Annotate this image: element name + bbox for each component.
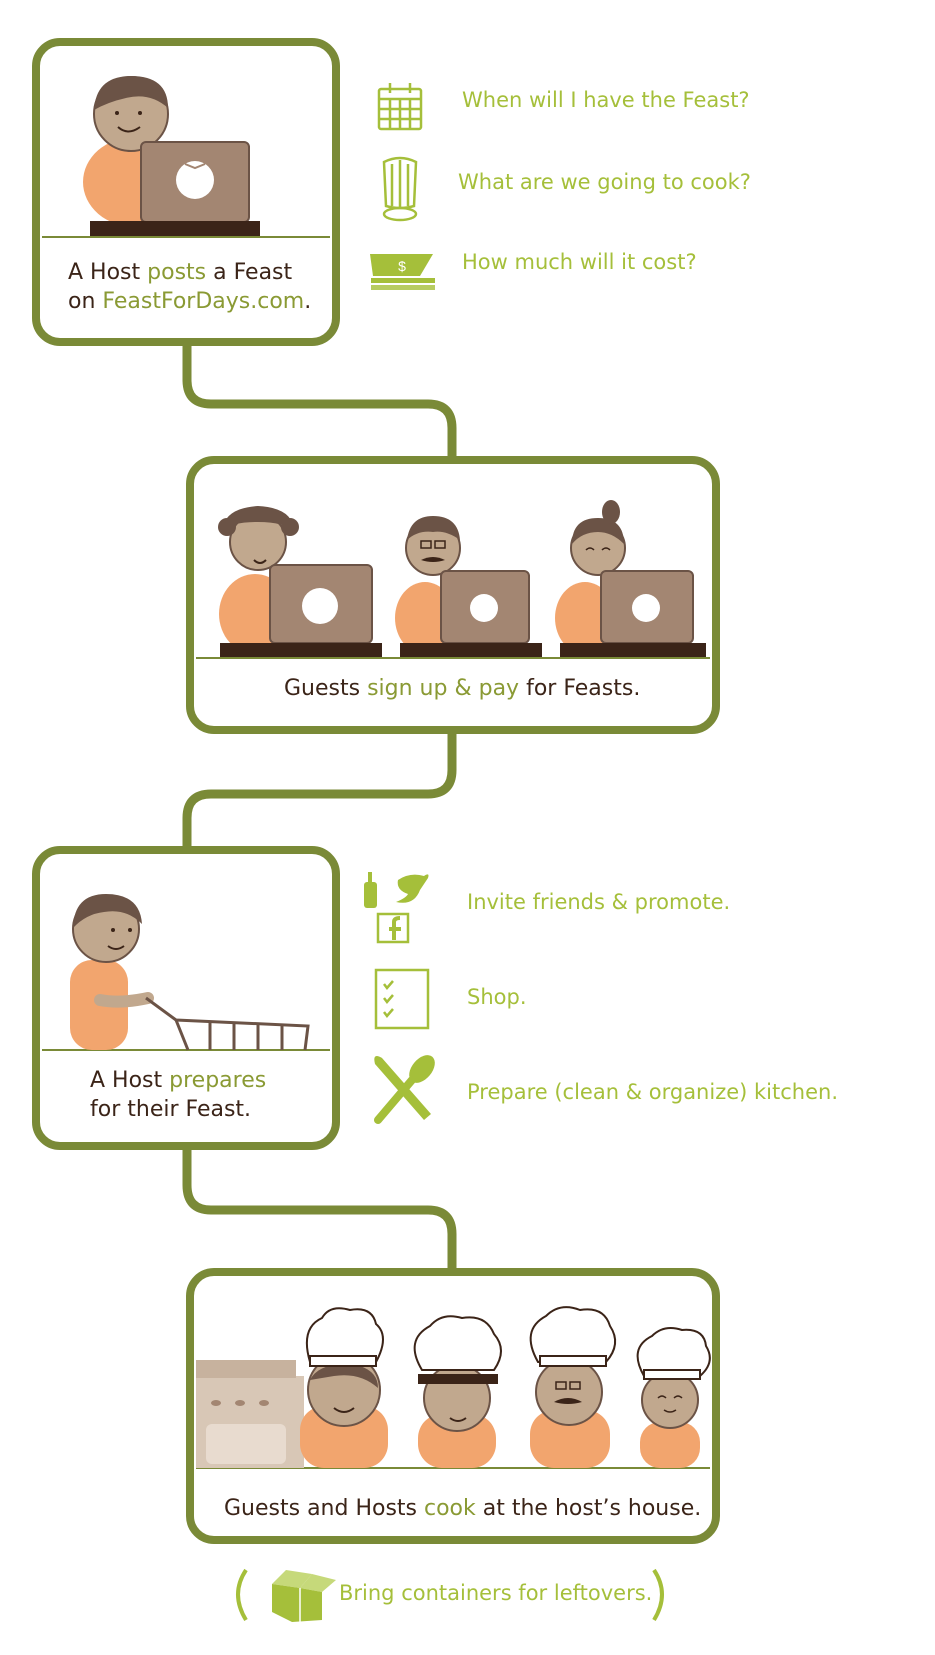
caption-text: Guests and Hosts	[224, 1496, 424, 1521]
connector-2	[182, 732, 457, 850]
step-prepare-caption: A Host prepares for their Feast.	[90, 1066, 266, 1124]
caption-text: A Host	[68, 260, 148, 285]
guest-three-illustration	[555, 500, 706, 657]
step-prepare-bullet-icons	[364, 872, 435, 1124]
caption-text: .	[304, 289, 312, 314]
cook-one-illustration	[300, 1307, 388, 1468]
step-cook-caption: Guests and Hosts cook at the host’s hous…	[224, 1494, 701, 1523]
checklist-icon	[374, 968, 430, 1030]
cook-two-illustration	[413, 1315, 502, 1468]
cook-four-illustration	[636, 1327, 711, 1468]
footer-text: Bring containers for leftovers.	[339, 1581, 653, 1605]
caption-accent: sign up & pay	[367, 676, 520, 701]
knife-spoon-icon	[374, 1055, 435, 1124]
step-post-bullet-icons: $	[370, 83, 435, 290]
footer-decor	[236, 1568, 664, 1622]
step-prepare-panel	[32, 846, 340, 1150]
calendar-icon	[377, 83, 423, 131]
guest-one-illustration	[218, 506, 382, 657]
connector-1	[182, 345, 457, 460]
caption-text: for Feasts.	[519, 676, 641, 701]
host-with-shopping-cart-illustration	[70, 894, 310, 1051]
guest-two-illustration	[395, 516, 542, 657]
post-bullet-when: When will I have the Feast?	[462, 88, 750, 112]
website-link[interactable]: FeastForDays.com	[102, 289, 305, 314]
step-signup-panel	[186, 456, 720, 734]
box-icon	[272, 1570, 336, 1622]
phone-twitter-facebook-icon	[364, 872, 429, 944]
caption-accent: cook	[424, 1496, 476, 1521]
caption-text: a Feast	[206, 260, 293, 285]
connector-3	[182, 1148, 457, 1270]
caption-text: on	[68, 289, 103, 314]
caption-text: for their Feast.	[90, 1097, 252, 1122]
host-with-laptop-illustration	[83, 76, 260, 236]
prepare-bullet-shop: Shop.	[467, 985, 527, 1009]
step-cook-panel	[186, 1268, 720, 1544]
caption-accent: posts	[147, 260, 207, 285]
prepare-bullet-kitchen: Prepare (clean & organize) kitchen.	[467, 1080, 839, 1104]
caption-text: Guests	[284, 676, 368, 701]
post-bullet-cost: How much will it cost?	[462, 250, 697, 274]
step-post-caption: A Host posts a Feast on FeastForDays.com…	[68, 258, 311, 316]
left-parenthesis	[236, 1568, 248, 1622]
flow-connectors	[182, 345, 457, 1270]
caption-text: at the host’s house.	[475, 1496, 702, 1521]
post-bullet-what: What are we going to cook?	[458, 170, 751, 194]
step-post-panel	[32, 38, 340, 346]
chef-hat-icon	[382, 156, 418, 222]
svg-text:$: $	[398, 258, 406, 274]
caption-text: A Host	[90, 1068, 170, 1093]
stove-illustration	[196, 1360, 304, 1468]
money-stack-icon: $	[370, 254, 435, 290]
right-parenthesis	[652, 1568, 664, 1622]
prepare-bullet-invite: Invite friends & promote.	[467, 890, 731, 914]
step-signup-caption: Guests sign up & pay for Feasts.	[284, 674, 640, 703]
caption-accent: prepares	[169, 1068, 267, 1093]
cook-three-illustration	[529, 1306, 617, 1468]
